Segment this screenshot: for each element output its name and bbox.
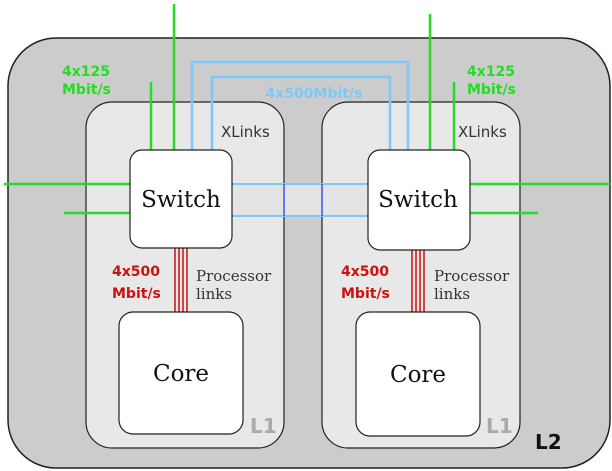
right-processor-links xyxy=(411,250,425,312)
left-processor-links xyxy=(174,248,188,312)
l2-label: L2 xyxy=(535,430,562,454)
right-switch-box xyxy=(367,149,471,251)
inter-switch-horizontal-links xyxy=(230,183,370,217)
right-proc-rate-line2: Mbit/s xyxy=(341,286,390,302)
left-core-box xyxy=(118,311,244,435)
left-proc-rate-line2: Mbit/s xyxy=(112,286,161,302)
inter-switch-top-links xyxy=(190,60,410,152)
left-external-links xyxy=(4,4,176,215)
right-proc-links-line2: links xyxy=(434,285,470,303)
right-ext-rate-line2: Mbit/s xyxy=(467,82,516,98)
left-l1-label: L1 xyxy=(250,414,277,438)
right-ext-rate-line1: 4x125 xyxy=(467,64,515,80)
left-xlinks-label: XLinks xyxy=(221,123,270,141)
left-core-label: Core xyxy=(153,361,209,387)
left-proc-links-line2: links xyxy=(196,285,232,303)
right-xlinks-label: XLinks xyxy=(458,123,507,141)
right-proc-rate-line1: 4x500 xyxy=(341,264,389,280)
left-ext-rate-line2: Mbit/s xyxy=(62,82,111,98)
right-core-label: Core xyxy=(390,362,446,388)
right-l1-label: L1 xyxy=(486,414,513,438)
left-switch-box xyxy=(129,149,233,249)
right-proc-links-line1: Processor xyxy=(434,267,510,285)
inter-switch-rate-label: 4x500Mbit/s xyxy=(266,86,363,102)
right-switch-label: Switch xyxy=(378,187,458,213)
left-proc-links-line1: Processor xyxy=(196,267,272,285)
left-switch-label: Switch xyxy=(141,187,221,213)
left-ext-rate-line1: 4x125 xyxy=(62,64,110,80)
right-core-box xyxy=(355,311,481,437)
left-proc-rate-line1: 4x500 xyxy=(112,264,160,280)
right-external-links xyxy=(428,14,610,215)
